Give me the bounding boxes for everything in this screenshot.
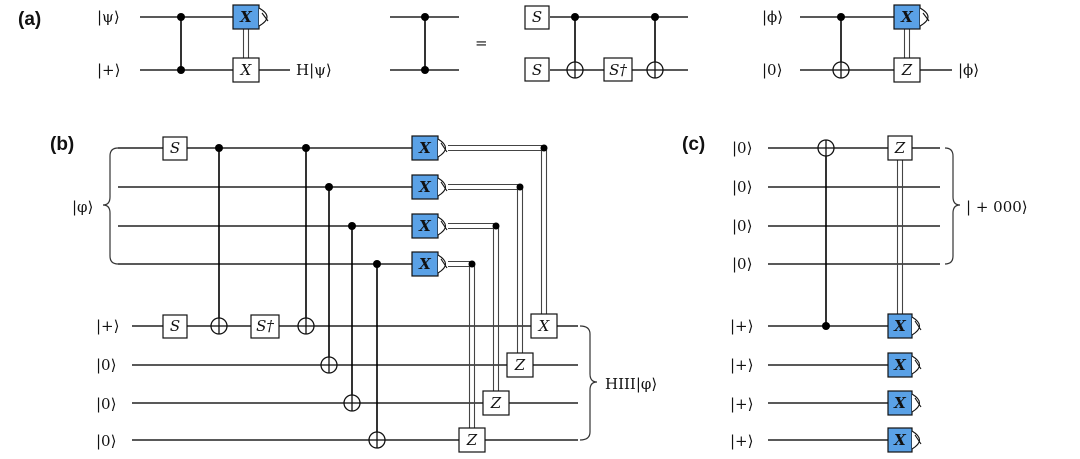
z-gate: Z bbox=[893, 57, 921, 83]
svg-text:S: S bbox=[532, 8, 542, 26]
classical-wire bbox=[448, 265, 476, 428]
classical-wire bbox=[448, 144, 543, 314]
svg-text:X: X bbox=[900, 8, 914, 26]
control-dot bbox=[177, 13, 185, 21]
s-dagger-gate: S† bbox=[603, 57, 633, 82]
input-zero: |0⟩ bbox=[732, 178, 752, 196]
s-gate: S bbox=[524, 57, 550, 82]
brace-right bbox=[944, 147, 961, 265]
group-phi-label: |φ⟩ bbox=[72, 198, 93, 216]
target-oplus bbox=[368, 431, 386, 449]
ancilla-plus: |+⟩ bbox=[96, 317, 119, 335]
svg-text:Z: Z bbox=[466, 431, 478, 449]
target-oplus bbox=[817, 139, 835, 157]
s-gate: S bbox=[524, 5, 550, 30]
x-correction-gate: X bbox=[530, 313, 558, 339]
circuit-c: |0⟩ |0⟩ |0⟩ |0⟩ |+⟩ |+⟩ |+⟩ |+⟩ Z bbox=[730, 135, 1028, 453]
svg-text:Z: Z bbox=[490, 394, 502, 412]
cz-identity: = S S S† bbox=[390, 5, 688, 82]
input-zero: |0⟩ bbox=[732, 255, 752, 273]
ancilla-zero-2: |0⟩ bbox=[96, 395, 116, 413]
measure-x-gate: X bbox=[411, 135, 448, 161]
panel-b-label: (b) bbox=[50, 134, 74, 155]
svg-text:Z: Z bbox=[894, 139, 906, 157]
target-oplus bbox=[320, 356, 338, 374]
classical-wire bbox=[448, 227, 500, 391]
svg-text:S: S bbox=[170, 317, 180, 335]
target-oplus bbox=[832, 61, 850, 79]
circuit-a3: |ϕ⟩ |0⟩ X Z |ϕ⟩ bbox=[762, 4, 979, 83]
svg-text:X: X bbox=[418, 139, 432, 157]
svg-text:X: X bbox=[418, 217, 432, 235]
svg-text:X: X bbox=[893, 317, 907, 335]
svg-text:Z: Z bbox=[514, 356, 526, 374]
svg-text:S†: S† bbox=[256, 317, 274, 335]
panel-a-label: (a) bbox=[18, 9, 41, 30]
measure-x-gate: X bbox=[887, 390, 922, 416]
classical-wire bbox=[448, 149, 548, 314]
target-oplus bbox=[343, 394, 361, 412]
output-hiii-phi: HIII|φ⟩ bbox=[605, 375, 657, 393]
ancilla-zero-3: |0⟩ bbox=[96, 432, 116, 450]
equals-sign: = bbox=[475, 34, 488, 52]
target-oplus bbox=[297, 317, 315, 335]
output-plus-000: | + 000⟩ bbox=[966, 198, 1028, 216]
svg-text:X: X bbox=[893, 356, 907, 374]
input-plus: |+⟩ bbox=[730, 395, 753, 413]
measure-x-gate: X bbox=[411, 213, 448, 239]
target-oplus bbox=[210, 317, 228, 335]
classical-wire bbox=[448, 183, 519, 353]
measure-x-gate: X bbox=[232, 4, 269, 30]
circuit-b: |φ⟩ |+⟩ |0⟩ |0⟩ |0⟩ S S bbox=[72, 135, 657, 453]
z-correction-gate: Z bbox=[506, 352, 534, 378]
input-plus: |+⟩ bbox=[730, 317, 753, 335]
target-oplus bbox=[566, 61, 584, 79]
svg-text:X: X bbox=[418, 255, 432, 273]
s-dagger-gate: S† bbox=[250, 314, 280, 339]
brace-right bbox=[579, 325, 598, 441]
input-zero: |0⟩ bbox=[732, 139, 752, 157]
svg-text:Z: Z bbox=[901, 61, 913, 79]
measure-x-gate: X bbox=[893, 4, 930, 30]
output-phi: |ϕ⟩ bbox=[958, 61, 979, 79]
input-zero: |0⟩ bbox=[762, 61, 782, 79]
svg-text:X: X bbox=[418, 178, 432, 196]
panel-c-label: (c) bbox=[682, 134, 705, 155]
z-correction-gate: Z bbox=[458, 427, 486, 453]
ancilla-zero-1: |0⟩ bbox=[96, 356, 116, 374]
classical-wire bbox=[448, 188, 524, 353]
x-gate: X bbox=[232, 57, 260, 83]
s-gate: S bbox=[162, 314, 188, 339]
s-gate: S bbox=[162, 136, 188, 161]
input-plus: |+⟩ bbox=[730, 432, 753, 450]
control-dot bbox=[177, 66, 185, 74]
classical-wire bbox=[448, 222, 495, 391]
svg-text:S: S bbox=[170, 139, 180, 157]
svg-text:X: X bbox=[893, 431, 907, 449]
z-correction-gate: Z bbox=[482, 390, 510, 416]
svg-text:X: X bbox=[538, 317, 551, 335]
input-plus: |+⟩ bbox=[730, 356, 753, 374]
svg-text:X: X bbox=[240, 61, 253, 79]
output-h-psi: H|ψ⟩ bbox=[296, 61, 332, 79]
measure-x-gate: X bbox=[887, 427, 922, 453]
circuit-a1: |ψ⟩ |+⟩ X X H|ψ⟩ bbox=[97, 4, 332, 83]
brace-left bbox=[102, 147, 119, 265]
svg-text:X: X bbox=[239, 8, 253, 26]
measure-x-gate: X bbox=[887, 313, 922, 339]
input-psi: |ψ⟩ bbox=[97, 8, 120, 26]
input-zero: |0⟩ bbox=[732, 217, 752, 235]
target-oplus bbox=[646, 61, 664, 79]
input-phi: |ϕ⟩ bbox=[762, 8, 783, 26]
svg-text:S: S bbox=[532, 61, 542, 79]
z-gate: Z bbox=[887, 135, 913, 161]
svg-text:S†: S† bbox=[609, 61, 627, 79]
classical-wire bbox=[448, 260, 471, 428]
measure-x-gate: X bbox=[411, 174, 448, 200]
measure-x-gate: X bbox=[411, 251, 448, 277]
svg-text:X: X bbox=[893, 394, 907, 412]
measure-x-gate: X bbox=[887, 352, 922, 378]
input-plus: |+⟩ bbox=[97, 61, 120, 79]
